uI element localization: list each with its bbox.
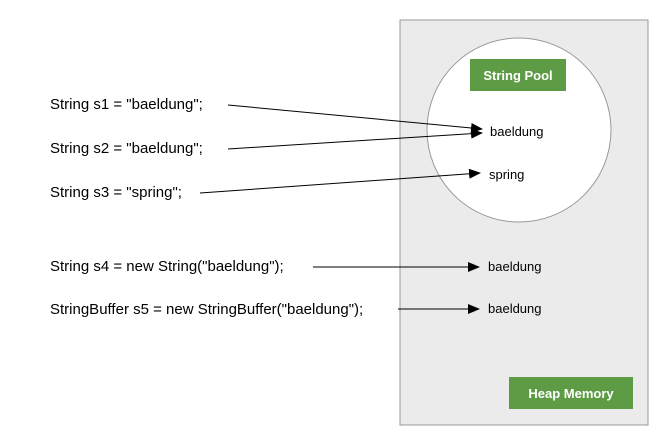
- pool-value-baeldung: baeldung: [490, 124, 544, 139]
- arrow-s3-to-pool-spring: [199, 168, 481, 194]
- heap-value-s5: baeldung: [488, 301, 542, 316]
- statement-s2: String s2 = "baeldung";: [50, 140, 203, 157]
- string-pool-label-box: [470, 59, 566, 91]
- heap-value-s4: baeldung: [488, 259, 542, 274]
- statement-s3: String s3 = "spring";: [50, 184, 182, 201]
- statement-s4: String s4 = new String("baeldung");: [50, 258, 284, 275]
- statement-s5: StringBuffer s5 = new StringBuffer("bael…: [50, 301, 363, 318]
- heap-memory-label-box: [509, 377, 633, 409]
- pool-value-spring: spring: [489, 167, 524, 182]
- arrow-s2-to-pool-baeldung: [227, 128, 483, 150]
- string-pool-label: String Pool: [483, 68, 552, 83]
- arrow-s1-to-pool-baeldung: [227, 104, 483, 133]
- statement-s1: String s1 = "baeldung";: [50, 96, 203, 113]
- heap-memory-label: Heap Memory: [528, 386, 614, 401]
